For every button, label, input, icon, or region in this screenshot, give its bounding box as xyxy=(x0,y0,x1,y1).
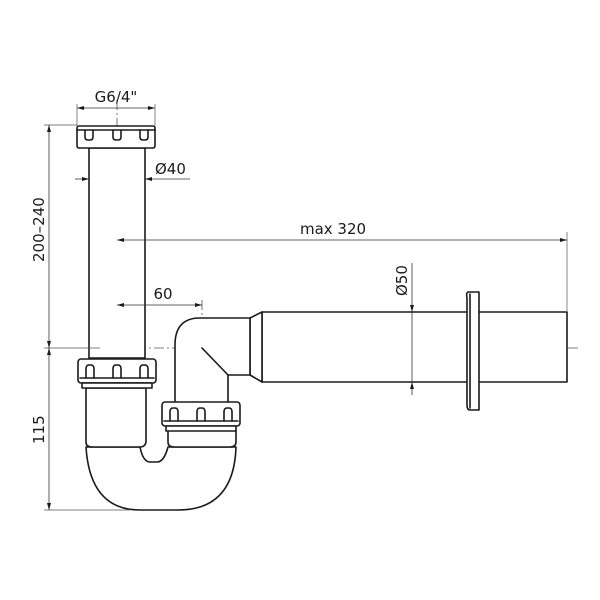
arrow-icon xyxy=(82,177,89,181)
left-socket-body xyxy=(85,387,147,448)
outlet-diameter-label: Ø50 xyxy=(393,265,411,296)
lower-union-nut-ring xyxy=(165,425,237,432)
arrow-icon xyxy=(410,305,414,312)
elbow-assembly xyxy=(174,311,263,404)
upper-union-notch-2 xyxy=(112,364,122,379)
lower-union-notch-1 xyxy=(169,407,179,422)
upper-union-notch-1 xyxy=(85,364,95,379)
upper-union-notch-3 xyxy=(139,364,149,379)
dimension-inlet-diameter: Ø40 xyxy=(75,160,190,181)
top-nut xyxy=(76,125,156,149)
left-lower-socket xyxy=(85,387,147,448)
arrow-icon xyxy=(560,238,567,242)
vertical-inlet-pipe xyxy=(88,147,146,359)
outlet-pipe-body xyxy=(261,311,568,383)
elbow-body xyxy=(174,317,251,404)
dimension-outlet-length: max 320 xyxy=(117,220,568,312)
arrow-icon xyxy=(410,382,414,389)
top-nut-notch-3 xyxy=(139,129,149,141)
dimension-offset: 60 xyxy=(117,285,202,307)
arrow-icon xyxy=(47,341,51,348)
arrow-icon xyxy=(47,503,51,510)
elbow-internal-diagonal xyxy=(201,347,229,376)
upper-height-label: 200–240 xyxy=(30,197,48,262)
arrow-icon xyxy=(117,238,124,242)
lower-height-label: 115 xyxy=(30,415,48,444)
top-nut-notch-2 xyxy=(112,129,122,141)
upper-union-nut-ring xyxy=(81,382,153,389)
u-bend-body xyxy=(85,446,237,511)
flange-body xyxy=(465,291,480,411)
arrow-icon xyxy=(148,106,155,110)
dimension-heights: 200–240 115 xyxy=(30,124,130,511)
top-nut-body xyxy=(76,125,156,149)
upper-union-nut xyxy=(77,358,157,389)
upper-union-nut-body xyxy=(77,358,157,384)
inlet-diameter-label: Ø40 xyxy=(155,160,186,178)
arrow-icon xyxy=(77,106,84,110)
dimension-outlet-diameter: Ø50 xyxy=(393,263,414,395)
lower-union-nut-body xyxy=(161,401,241,427)
arrow-icon xyxy=(47,348,51,355)
outlet-length-label: max 320 xyxy=(300,220,366,238)
lower-union-notch-3 xyxy=(223,407,233,422)
arrow-icon xyxy=(195,303,202,307)
arrow-icon xyxy=(145,177,152,181)
reducer-cone xyxy=(249,311,263,383)
u-bend xyxy=(85,446,237,511)
arrow-icon xyxy=(47,125,51,132)
dimension-thread: G6/4" xyxy=(76,88,156,126)
arrow-icon xyxy=(117,303,124,307)
wall-flange xyxy=(465,291,480,411)
right-socket-body xyxy=(167,429,237,448)
top-nut-notch-1 xyxy=(84,129,94,141)
horizontal-outlet-pipe xyxy=(261,311,568,383)
right-lower-socket xyxy=(167,429,237,448)
lower-union-nut xyxy=(161,401,241,432)
lower-union-notch-2 xyxy=(196,407,206,422)
thread-label: G6/4" xyxy=(95,88,138,106)
inlet-pipe-body xyxy=(88,147,146,359)
offset-label: 60 xyxy=(153,285,172,303)
